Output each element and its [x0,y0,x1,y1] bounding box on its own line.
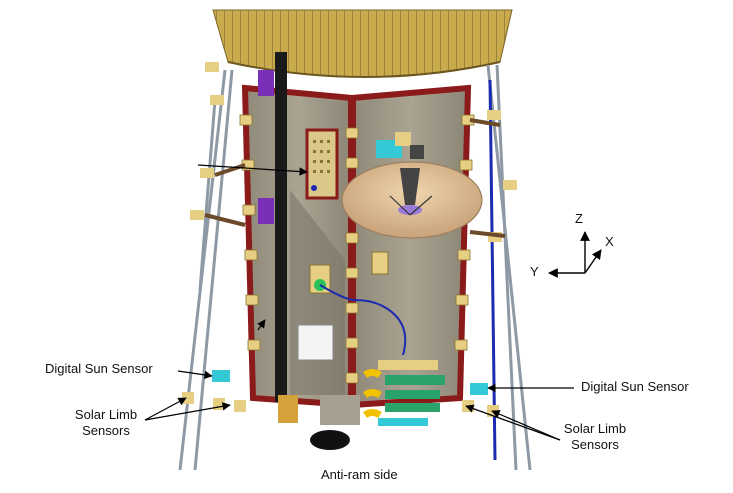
label-solar-limb-right-line1: Solar Limb [563,421,627,436]
bottom-nozzle [278,395,360,450]
callout-lines [144,164,574,441]
blue-harness-cable [319,284,407,356]
heat-shield [212,9,513,78]
left-arm-mechanisms [190,62,274,227]
right-struts [486,64,532,471]
label-solar-limb-left: Solar Limb Sensors [66,407,146,439]
lower-equipment-cluster [362,360,445,426]
right-harness-cable [488,79,497,461]
axis-z-label: Z [575,211,583,226]
label-solar-limb-right-line2: Sensors [571,437,619,452]
label-digital-sun-sensor-left: Digital Sun Sensor [45,361,153,376]
bottom-caption: Anti-ram side [321,467,398,482]
label-solar-limb-right: Solar Limb Sensors [555,421,635,453]
coordinate-axes [548,231,602,278]
axis-x-label: X [605,234,614,249]
label-solar-limb-left-line2: Sensors [82,423,130,438]
green-connector [309,264,331,294]
axis-y-label: Y [530,264,539,279]
bolt-box [371,251,389,275]
label-solar-limb-left-line1: Solar Limb [74,407,138,422]
white-unit [297,324,334,361]
instrument-unit [376,132,424,159]
electronics-box [305,128,339,200]
label-digital-sun-sensor-right: Digital Sun Sensor [581,379,689,394]
antenna-dish [341,161,483,239]
right-arm-mechanisms [469,110,517,242]
